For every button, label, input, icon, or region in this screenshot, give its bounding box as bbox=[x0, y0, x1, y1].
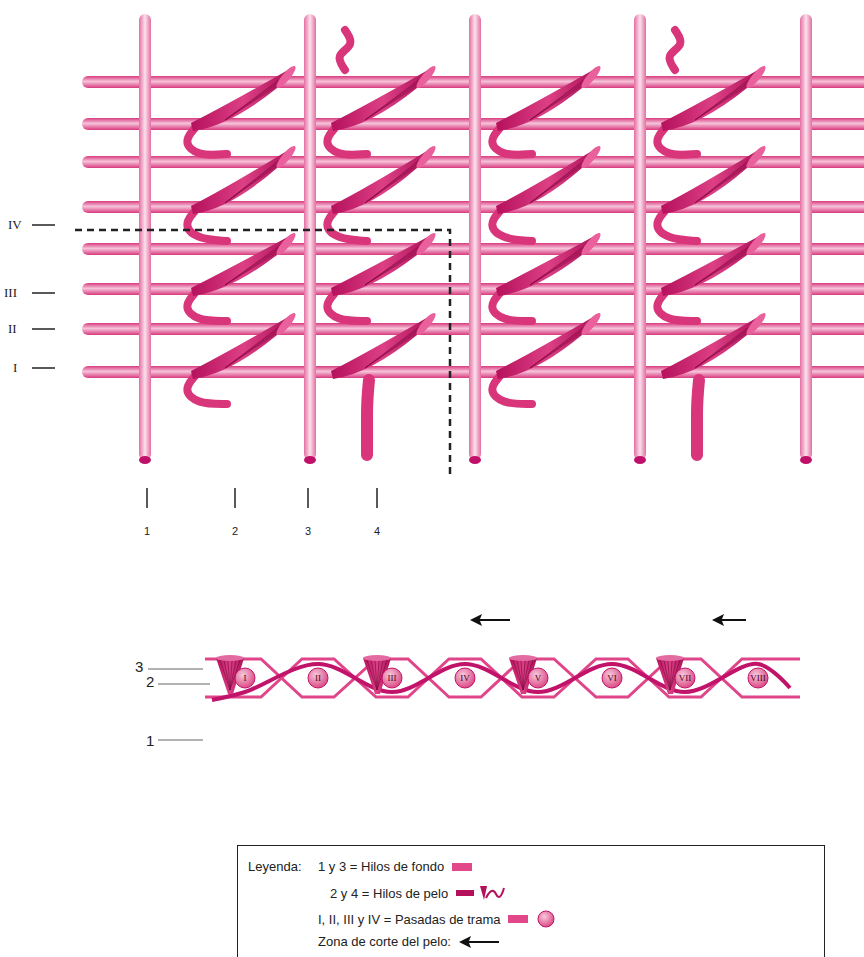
pile-tuft bbox=[331, 64, 438, 131]
pile-thread bbox=[492, 128, 532, 155]
ground-warp bbox=[800, 14, 812, 460]
ground-warp bbox=[634, 14, 646, 460]
column-label: 4 bbox=[374, 526, 380, 537]
weft-number: III bbox=[381, 667, 403, 689]
pile-thread bbox=[187, 376, 227, 404]
pile-thread bbox=[657, 128, 697, 155]
weft-number: VI bbox=[601, 667, 623, 689]
weft-number: VII bbox=[674, 667, 696, 689]
pile-tuft bbox=[496, 311, 603, 379]
pile-tuft bbox=[331, 311, 438, 379]
row-label: I bbox=[13, 361, 17, 374]
ground-warp bbox=[304, 14, 316, 460]
column-label: 1 bbox=[144, 526, 150, 537]
leader-lines bbox=[148, 669, 210, 740]
pile-end bbox=[697, 380, 699, 455]
pile-thread bbox=[492, 211, 532, 241]
pile-thread bbox=[657, 211, 697, 241]
cut-arrow bbox=[470, 614, 746, 626]
legend-heading: Leyenda: bbox=[248, 860, 302, 873]
weft-section: III bbox=[381, 667, 403, 689]
pile-thread bbox=[492, 293, 532, 321]
section-label: 3 bbox=[135, 659, 143, 674]
ground-warp bbox=[469, 14, 481, 460]
pile-thread bbox=[327, 293, 367, 321]
warp-end bbox=[469, 456, 481, 464]
pile-tuft bbox=[191, 311, 298, 379]
weft-number: IV bbox=[454, 667, 476, 689]
pile-tuft bbox=[191, 64, 298, 131]
region-outline bbox=[75, 230, 450, 476]
legend-text: Zona de corte del pelo: bbox=[318, 934, 451, 949]
legend-text: 1 y 3 = Hilos de fondo bbox=[318, 859, 444, 874]
legend-text: I, II, III y IV = Pasadas de trama bbox=[318, 912, 500, 927]
legend-box: Leyenda: 1 y 3 = Hilos de fondo 2 y 4 = Hi… bbox=[237, 845, 825, 957]
weft-number: V bbox=[527, 667, 549, 689]
warp-end bbox=[304, 456, 316, 464]
warp-end bbox=[139, 456, 151, 464]
pile-tuft bbox=[331, 231, 438, 296]
legend-text: 2 y 4 = Hilos de pelo bbox=[330, 886, 448, 901]
pile-thread bbox=[340, 30, 351, 70]
warp-end bbox=[634, 456, 646, 464]
pile-tuft bbox=[191, 144, 298, 214]
pile-thread bbox=[657, 293, 697, 321]
pile-thread bbox=[327, 211, 367, 241]
pile-thread bbox=[670, 30, 681, 70]
pile-thread bbox=[327, 128, 367, 155]
column-label: 2 bbox=[232, 526, 238, 537]
pile-thread-section bbox=[212, 664, 790, 700]
weft-section: V bbox=[527, 667, 549, 689]
row-ticks bbox=[32, 225, 55, 368]
pile-tuft bbox=[496, 64, 603, 131]
pile-tuft bbox=[496, 231, 603, 296]
pile-tuft bbox=[661, 231, 768, 296]
weft-section: VIII bbox=[747, 667, 769, 689]
pile-tuft bbox=[661, 64, 768, 131]
column-ticks bbox=[147, 488, 377, 508]
pile-tuft bbox=[661, 144, 768, 214]
pile-thread bbox=[492, 376, 532, 404]
pile-tuft bbox=[661, 311, 768, 379]
weft-section: I bbox=[234, 667, 256, 689]
row-label: IV bbox=[8, 218, 22, 231]
warp-end bbox=[800, 456, 812, 464]
pile-tuft bbox=[331, 144, 438, 214]
weft-number: VIII bbox=[747, 667, 769, 689]
weft-section: VII bbox=[674, 667, 696, 689]
legend-swatch bbox=[452, 863, 472, 871]
cut-sample bbox=[459, 935, 501, 949]
pile-thread bbox=[187, 128, 227, 155]
weft-section: VI bbox=[601, 667, 623, 689]
weft-section: II bbox=[307, 667, 329, 689]
pile-sample bbox=[456, 884, 508, 902]
legend-row: 2 y 4 = Hilos de pelo bbox=[330, 884, 508, 902]
column-label: 3 bbox=[305, 526, 311, 537]
pile-tuft bbox=[191, 231, 298, 296]
legend-row: I, II, III y IV = Pasadas de trama bbox=[318, 909, 556, 929]
pile-end bbox=[367, 380, 369, 455]
legend-row: 1 y 3 = Hilos de fondo bbox=[318, 859, 472, 874]
pile-thread bbox=[187, 293, 227, 321]
weft-sample bbox=[536, 909, 556, 929]
legend-swatch bbox=[508, 915, 528, 923]
weft-number: I bbox=[234, 667, 256, 689]
ground-warp bbox=[139, 14, 151, 460]
weft-number: II bbox=[307, 667, 329, 689]
row-label: III bbox=[4, 286, 17, 299]
section-label: 1 bbox=[146, 733, 154, 748]
legend-row: Zona de corte del pelo: bbox=[318, 934, 501, 949]
weft-section: IV bbox=[454, 667, 476, 689]
pile-tuft bbox=[496, 144, 603, 214]
pile-thread bbox=[187, 211, 227, 241]
section-label: 2 bbox=[146, 674, 154, 689]
row-label: II bbox=[8, 322, 17, 335]
